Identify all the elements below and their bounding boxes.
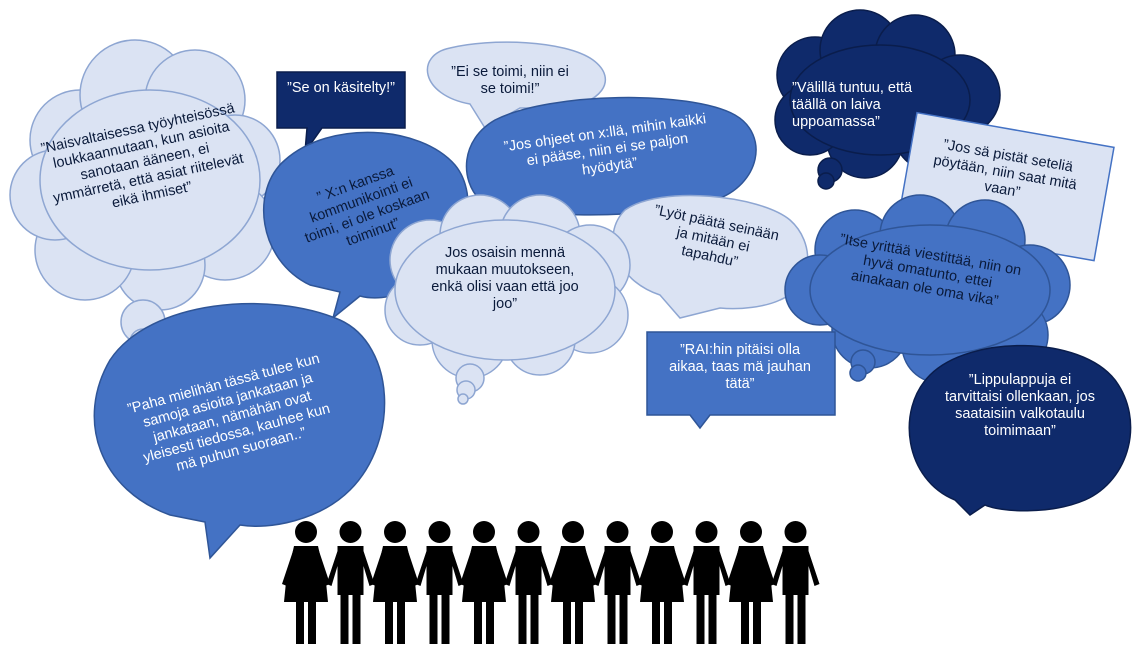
woman-silhouette-icon	[549, 521, 597, 644]
woman-silhouette-icon	[727, 521, 775, 644]
oval-callout-lippulappuja	[908, 344, 1132, 516]
callout-rai-hin	[646, 331, 836, 430]
text-ei-se-toimi: ”Ei se toimi, niin ei se toimi!”	[451, 64, 569, 97]
woman-silhouette-icon	[282, 521, 330, 644]
man-silhouette-icon	[326, 521, 375, 644]
man-silhouette-icon	[593, 521, 642, 644]
man-silhouette-icon	[771, 521, 820, 644]
woman-silhouette-icon	[371, 521, 419, 644]
text-jos-osaisin: Jos osaisin mennä mukaan muutokseen, enk…	[431, 245, 579, 312]
man-silhouette-icon	[682, 521, 731, 644]
text-rai-hin: ”RAI:hin pitäisi olla aikaa, taas mä jau…	[669, 342, 811, 392]
callout-se-on-kasitelty	[276, 71, 406, 155]
woman-silhouette-icon	[638, 521, 686, 644]
text-valilla-tuntuu: ”Välillä tuntuu, että täällä on laiva up…	[792, 80, 913, 130]
oval-callout-paha-mielihan	[93, 302, 386, 560]
man-silhouette-icon	[504, 521, 553, 644]
text-lippulappuja: ”Lippulappuja ei tarvittaisi ollenkaan, …	[945, 372, 1095, 439]
man-silhouette-icon	[415, 521, 464, 644]
people-silhouettes	[282, 521, 820, 644]
woman-silhouette-icon	[460, 521, 508, 644]
text-se-on-kasitelty: ”Se on käsitelty!”	[287, 80, 395, 96]
